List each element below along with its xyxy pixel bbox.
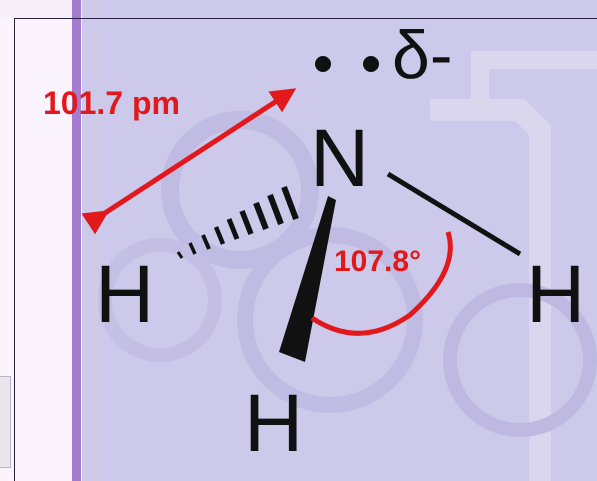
background-decoration bbox=[98, 51, 597, 481]
bond-angle-label: 107.8° bbox=[334, 245, 421, 278]
page-divider bbox=[95, 0, 97, 481]
partial-charge-label: δ- bbox=[392, 17, 453, 93]
single-bond bbox=[386, 171, 522, 257]
page-accent-bar bbox=[72, 0, 81, 481]
frame-top-line bbox=[14, 18, 597, 19]
bond-length-label: 101.7 pm bbox=[43, 85, 180, 121]
hydrogen-atom-left: H bbox=[95, 249, 154, 340]
bond-angle-arc bbox=[310, 231, 453, 336]
hydrogen-atom-right: H bbox=[526, 249, 585, 340]
bond-length-arrow bbox=[81, 88, 297, 235]
solid-wedge-bond bbox=[279, 196, 336, 362]
nitrogen-atom: N bbox=[310, 113, 369, 204]
side-tab[interactable] bbox=[0, 376, 11, 468]
page-margin bbox=[0, 18, 82, 481]
hydrogen-atom-bottom: H bbox=[244, 378, 303, 469]
dashed-wedge-bond bbox=[176, 185, 299, 259]
lone-pair bbox=[315, 56, 379, 72]
frame-left-line bbox=[14, 18, 15, 481]
